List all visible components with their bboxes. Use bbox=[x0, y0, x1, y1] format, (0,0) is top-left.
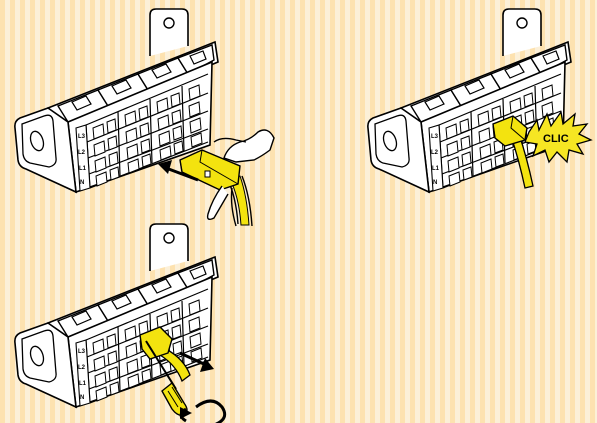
step-remove-panel: L3 L2 L1 N bbox=[15, 224, 225, 423]
step-insert-panel: L3 L2 L1 N bbox=[15, 9, 274, 226]
terminal-label-l3: L3 bbox=[78, 349, 86, 355]
terminal-label-l1: L1 bbox=[432, 166, 440, 172]
rotate-arrow-icon bbox=[180, 401, 225, 423]
terminal-label-l1: L1 bbox=[79, 166, 87, 172]
terminal-label-l3: L3 bbox=[431, 134, 439, 140]
terminal-label-l3: L3 bbox=[78, 134, 86, 140]
terminal-label-l1: L1 bbox=[79, 381, 87, 387]
terminal-label-l2: L2 bbox=[78, 365, 86, 371]
terminal-label-l2: L2 bbox=[431, 150, 439, 156]
terminal-label-l2: L2 bbox=[78, 150, 86, 156]
terminal-label-n: N bbox=[80, 395, 84, 401]
step-locked-panel: L3 L2 L1 N CLIC bbox=[368, 9, 591, 192]
click-badge-text: CLIC bbox=[543, 133, 569, 145]
terminal-label-n: N bbox=[80, 180, 84, 186]
terminal-label-n: N bbox=[433, 180, 437, 186]
